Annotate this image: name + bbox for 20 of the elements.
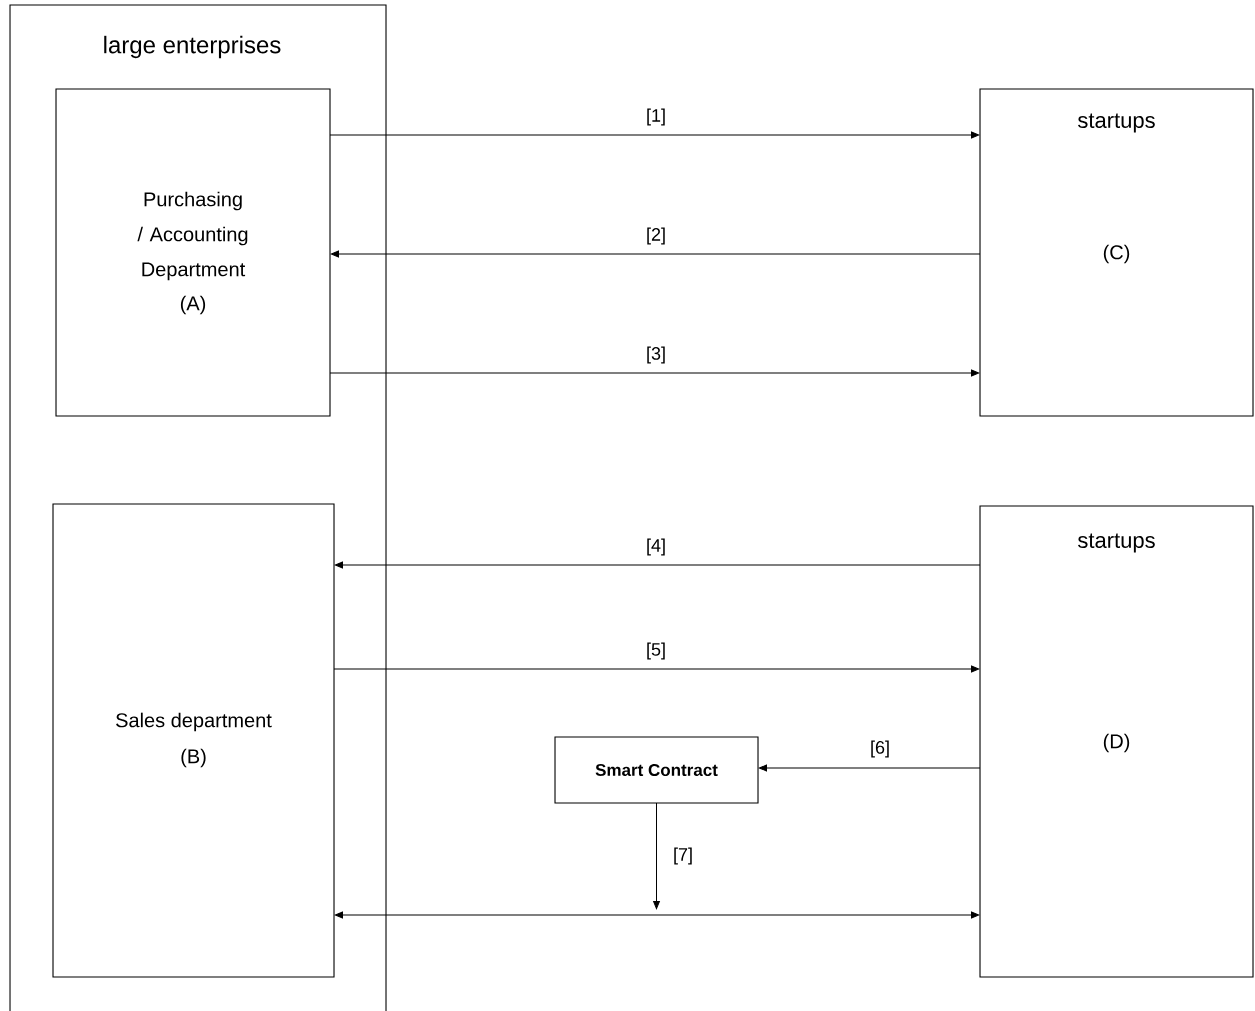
process-box: Sales department (B) [52, 503, 335, 978]
process-box: startups (C) [979, 88, 1254, 417]
arrow [329, 131, 980, 139]
process-box: startups (D) [979, 505, 1254, 978]
arrow [330, 250, 981, 258]
arrow [334, 561, 981, 569]
edge-label: [3] [647, 346, 665, 364]
arrow [329, 369, 980, 377]
arrow [758, 764, 981, 772]
contract-box: Smart Contract [554, 736, 759, 804]
arrow [333, 665, 980, 673]
edge-label: [1] [647, 108, 665, 126]
edge-label: [6] [871, 740, 889, 758]
edge-label: [2] [647, 227, 665, 245]
arrow [334, 911, 980, 919]
arrow [653, 802, 660, 910]
edge-label: [5] [647, 642, 665, 660]
process-box: Purchasing / Accounting Department (A) [55, 88, 331, 417]
edge-label: [7] [674, 847, 692, 865]
edge-label: [4] [647, 538, 665, 556]
